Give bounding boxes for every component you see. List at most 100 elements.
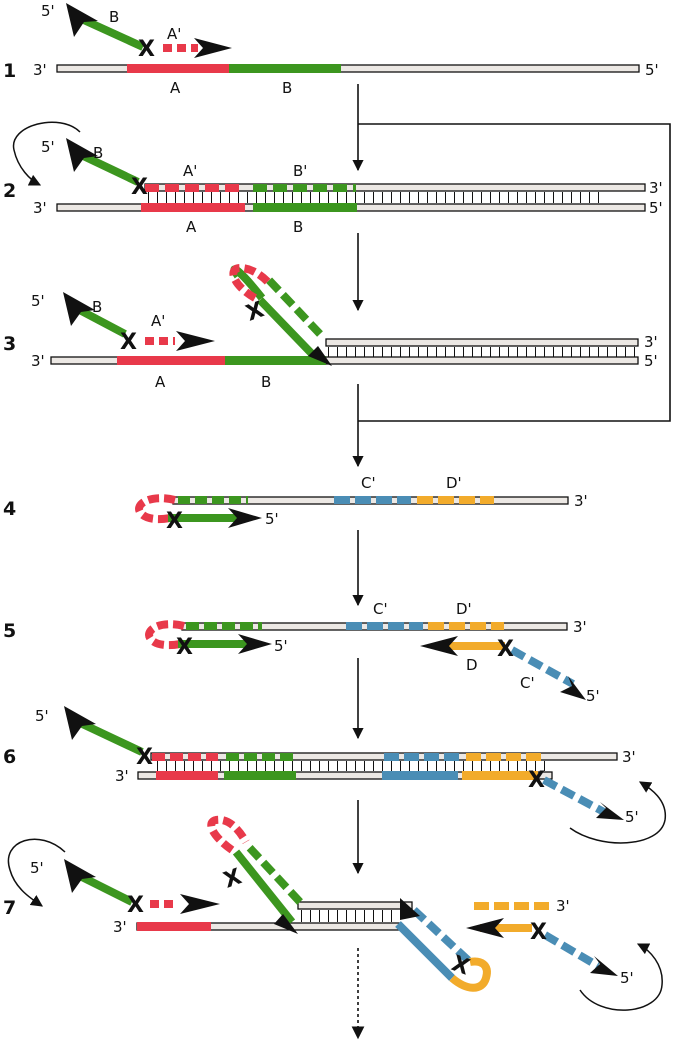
region-c	[382, 771, 458, 780]
arrowhead-icon	[420, 636, 458, 656]
three-prime-end: 3'	[573, 618, 587, 636]
step-number: 5	[3, 620, 16, 642]
cross-mark-icon: X	[131, 175, 148, 200]
step-6: 6 X X 5' 3' 3' 5'	[3, 706, 666, 844]
arrowhead-icon	[194, 38, 232, 58]
cross-mark-icon: X	[220, 864, 245, 893]
arrowhead-icon	[400, 898, 420, 920]
five-prime-end: 5'	[31, 292, 45, 310]
hairpin-loop	[449, 957, 491, 992]
region-label: A	[170, 79, 181, 97]
region-b	[225, 356, 326, 365]
arrowhead-icon	[596, 802, 624, 820]
five-prime-end: 5'	[586, 687, 600, 705]
cross-mark-icon: X	[528, 768, 545, 793]
stem-loop-strand	[245, 843, 303, 905]
arrowhead-icon	[176, 331, 215, 351]
cross-mark-icon: X	[138, 37, 155, 62]
five-prime-end: 5'	[645, 61, 659, 79]
five-prime-end: 5'	[35, 707, 49, 725]
region-b	[253, 203, 357, 212]
region-b	[224, 771, 296, 780]
rotation-arrow-icon	[569, 781, 666, 844]
step-number: 3	[3, 333, 16, 355]
region-c-prime-tail	[411, 907, 473, 965]
region-a	[156, 771, 218, 780]
three-prime-end: 3'	[644, 333, 658, 351]
five-prime-end: 5'	[649, 199, 663, 217]
region-a	[137, 922, 211, 931]
three-prime-end: 3'	[556, 897, 570, 915]
step-4: 4 X 5' C' D' 3'	[3, 474, 588, 534]
three-prime-end: 3'	[113, 918, 127, 936]
cross-mark-icon: X	[530, 920, 547, 945]
region-a	[141, 203, 245, 212]
rotation-arrow-icon	[7, 838, 66, 907]
region-label: B	[92, 298, 102, 316]
five-prime-end: 5'	[620, 969, 634, 987]
five-prime-end: 5'	[625, 808, 639, 826]
region-label: A'	[151, 312, 165, 330]
arrowhead-icon	[228, 508, 262, 528]
five-prime-end: 5'	[41, 2, 55, 20]
hairpin-loop	[229, 263, 271, 302]
displaced-duplex-strand	[325, 338, 639, 347]
cross-mark-icon: X	[127, 893, 144, 918]
region-label: B'	[293, 162, 307, 180]
region-label: A	[186, 218, 197, 236]
region-label: B	[293, 218, 303, 236]
region-a	[117, 356, 225, 365]
region-d	[462, 771, 538, 780]
region-label: B	[109, 8, 119, 26]
newly-synthesized-strand	[144, 183, 646, 192]
base-pair-rungs	[326, 347, 636, 357]
rotation-arrow-icon	[579, 943, 663, 1011]
step-number: 1	[3, 60, 16, 82]
region-label: B	[261, 373, 271, 391]
hairpin-loop	[135, 494, 176, 524]
region-label: B	[282, 79, 292, 97]
cross-mark-icon: X	[166, 509, 183, 534]
arrowhead-icon	[63, 292, 95, 326]
rotation-arrow-icon	[12, 121, 81, 186]
cross-mark-icon: X	[176, 635, 193, 660]
step-2: 2 X 5' B A' B' 3' 3' 5' A B	[3, 121, 663, 236]
arrowhead-icon	[466, 918, 504, 938]
five-prime-end: 5'	[274, 637, 288, 655]
base-pair-rungs	[151, 761, 547, 771]
five-prime-end: 5'	[265, 510, 279, 528]
flow-connectors	[351, 84, 671, 1040]
step-5: 5 X 5' X C' D' 3' D C' 5'	[3, 600, 600, 705]
five-prime-end: 5'	[30, 859, 44, 877]
stem-loop-strand	[232, 849, 296, 925]
region-label: C'	[361, 474, 376, 492]
step-number: 2	[3, 180, 16, 202]
top-strand	[297, 901, 413, 910]
five-prime-end: 5'	[644, 352, 658, 370]
template-strand	[56, 64, 640, 73]
cross-mark-icon: X	[136, 745, 153, 770]
arrowhead-icon	[308, 346, 332, 366]
base-pair-rungs	[145, 192, 605, 203]
step-3: 3 X X 5' B A' 3' 3' 5' A B	[3, 263, 658, 391]
three-prime-end: 3'	[115, 767, 129, 785]
cross-mark-icon: X	[497, 637, 514, 662]
three-prime-end: 3'	[31, 352, 45, 370]
region-label: C'	[373, 600, 388, 618]
region-label: A'	[167, 25, 181, 43]
step-number: 4	[3, 498, 16, 520]
three-prime-end: 3'	[649, 179, 663, 197]
base-pair-rungs	[300, 910, 400, 922]
region-a	[127, 64, 229, 73]
hairpin-loop	[145, 620, 185, 650]
step-1: 1 X 5' B A' 3' 5' A B	[3, 2, 659, 97]
arrowhead-icon	[560, 676, 586, 700]
hairpin-loop	[207, 815, 250, 854]
arrowhead-icon	[66, 138, 98, 172]
region-b	[229, 64, 341, 73]
three-prime-end: 3'	[33, 61, 47, 79]
cross-mark-icon: X	[120, 330, 137, 355]
region-c-strand	[395, 921, 455, 981]
three-prime-end: 3'	[622, 748, 636, 766]
